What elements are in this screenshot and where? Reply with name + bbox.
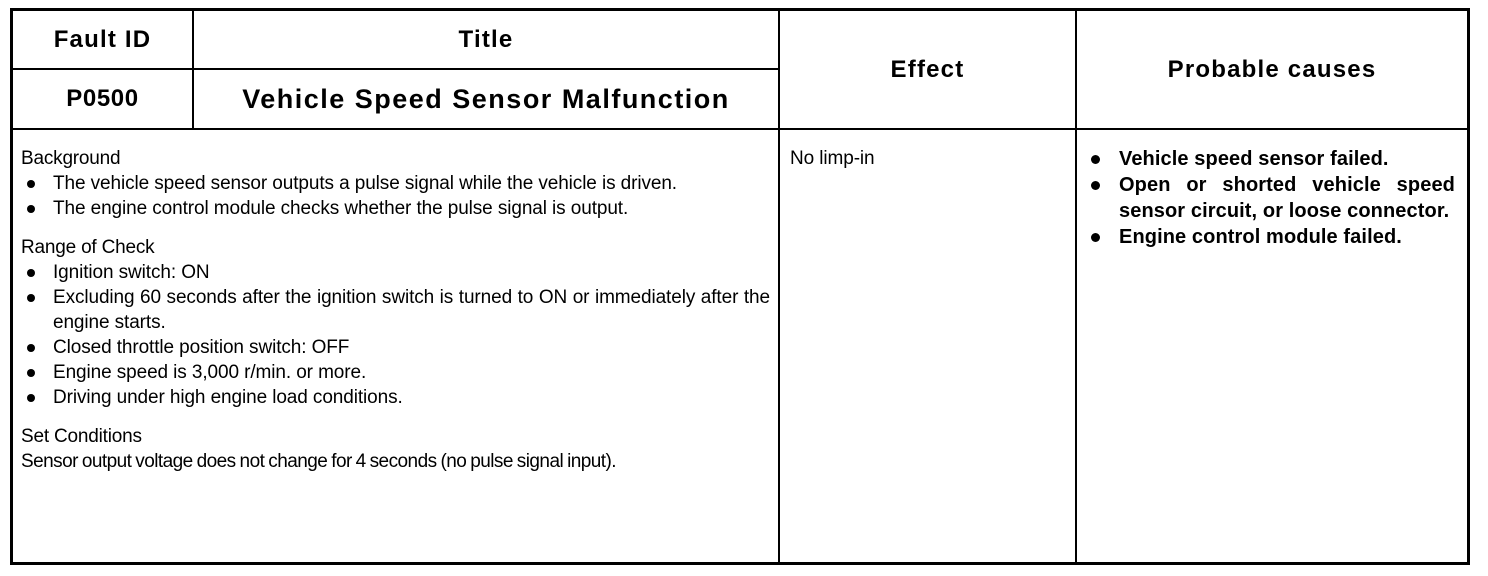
- column-header-fault-id: Fault ID: [13, 11, 192, 68]
- fault-id-code: P0500: [66, 85, 139, 112]
- list-item: The engine control module checks whether…: [21, 196, 770, 221]
- column-header-effect-label: Effect: [890, 55, 965, 83]
- section-range-of-check-heading: Range of Check: [21, 237, 155, 258]
- effect-text: No limp-in: [790, 148, 875, 169]
- column-header-probable-causes: Probable causes: [1077, 11, 1467, 128]
- list-item: Engine speed is 3,000 r/min. or more.: [21, 360, 770, 385]
- bullet-icon: [27, 269, 35, 277]
- fault-title: Vehicle Speed Sensor Malfunction: [242, 83, 730, 114]
- column-header-fault-id-label: Fault ID: [53, 25, 152, 53]
- bullet-icon: [27, 344, 35, 352]
- section-spacer: [21, 221, 770, 235]
- bullet-icon: [27, 294, 35, 302]
- list-item-text: The vehicle speed sensor outputs a pulse…: [53, 173, 677, 194]
- column-header-title-label: Title: [458, 25, 514, 53]
- list-item-text: The engine control module checks whether…: [53, 198, 629, 219]
- section-set-conditions: Set Conditions Sensor output voltage doe…: [21, 424, 770, 474]
- list-item-text: Vehicle speed sensor failed.: [1119, 148, 1389, 170]
- section-set-conditions-text: Sensor output voltage does not change fo…: [21, 451, 617, 472]
- section-background-list: The vehicle speed sensor outputs a pulse…: [21, 171, 770, 221]
- list-item-text: Engine control module failed.: [1119, 226, 1402, 248]
- column-header-effect: Effect: [780, 11, 1075, 128]
- list-item-text: Ignition switch: ON: [53, 262, 210, 283]
- cell-title-value: Vehicle Speed Sensor Malfunction: [194, 70, 778, 128]
- list-item: Open or shorted vehicle speed sensor cir…: [1085, 172, 1455, 224]
- cell-effect-value: No limp-in: [780, 130, 1075, 562]
- list-item-text: Excluding 60 seconds after the ignition …: [53, 287, 770, 333]
- bullet-icon: [1091, 155, 1100, 164]
- list-item: Driving under high engine load condition…: [21, 385, 770, 410]
- list-item: Vehicle speed sensor failed.: [1085, 146, 1455, 172]
- bullet-icon: [1091, 181, 1100, 190]
- list-item-text: Engine speed is 3,000 r/min. or more.: [53, 362, 367, 383]
- cell-detail-description: Background The vehicle speed sensor outp…: [13, 130, 778, 562]
- list-item: Excluding 60 seconds after the ignition …: [21, 285, 770, 335]
- section-background: Background The vehicle speed sensor outp…: [21, 146, 770, 221]
- bullet-icon: [27, 180, 35, 188]
- list-item: The vehicle speed sensor outputs a pulse…: [21, 171, 770, 196]
- section-spacer: [21, 410, 770, 424]
- list-item: Ignition switch: ON: [21, 260, 770, 285]
- section-range-of-check-list: Ignition switch: ON Excluding 60 seconds…: [21, 260, 770, 410]
- section-range-of-check: Range of Check Ignition switch: ON Exclu…: [21, 235, 770, 410]
- list-item-text: Open or shorted vehicle speed sensor cir…: [1119, 174, 1455, 222]
- section-background-heading: Background: [21, 148, 121, 169]
- bullet-icon: [27, 394, 35, 402]
- fault-code-table: Fault ID Title Effect Probable causes P0…: [10, 8, 1470, 565]
- list-item-text: Driving under high engine load condition…: [53, 387, 403, 408]
- section-set-conditions-heading: Set Conditions: [21, 426, 142, 447]
- column-header-probable-causes-label: Probable causes: [1167, 55, 1377, 83]
- bullet-icon: [1091, 233, 1100, 242]
- table-horizontal-rule-header: [13, 68, 778, 70]
- column-header-title: Title: [194, 11, 778, 68]
- probable-causes-list: Vehicle speed sensor failed. Open or sho…: [1085, 146, 1455, 250]
- bullet-icon: [27, 205, 35, 213]
- cell-fault-id-value: P0500: [13, 70, 192, 128]
- table-vertical-rule-causes: [1075, 11, 1077, 562]
- bullet-icon: [27, 369, 35, 377]
- cell-probable-causes-value: Vehicle speed sensor failed. Open or sho…: [1077, 130, 1467, 562]
- list-item-text: Closed throttle position switch: OFF: [53, 337, 350, 358]
- list-item: Closed throttle position switch: OFF: [21, 335, 770, 360]
- table-horizontal-rule-body: [13, 128, 1467, 130]
- list-item: Engine control module failed.: [1085, 224, 1455, 250]
- table-vertical-rule-effect: [778, 11, 780, 562]
